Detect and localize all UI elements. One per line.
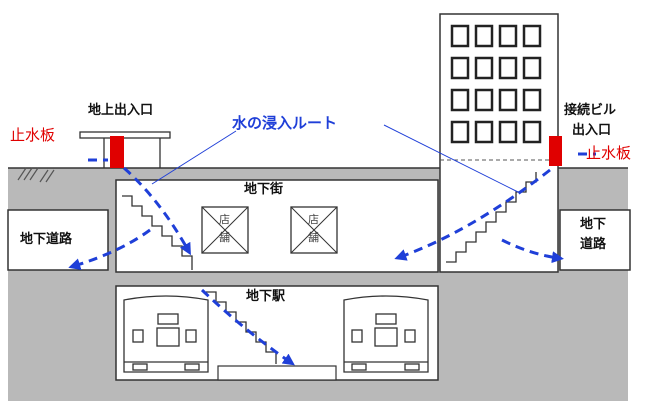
building-windows [450,24,542,144]
water-barrier-left [110,136,124,168]
underground-mall-label: 地下街 [244,182,284,197]
shop-1-label-top: 店 [219,213,230,226]
building-window [474,24,494,48]
building-window [474,120,494,144]
building-window [522,56,542,80]
water-route-label: 水の浸入ルート [232,114,338,132]
water-barrier-right [549,136,562,166]
building-window [474,56,494,80]
route-pointer-left [151,130,237,185]
building-window [450,88,470,112]
underground-station-label: 地下駅 [246,289,286,304]
connected-building-label: 接続ビル [564,103,617,118]
grass-hatch [17,167,55,183]
underground-road-right-box [559,209,631,271]
ground-entrance-label: 地上出入口 [88,103,154,118]
water-routes [68,152,596,366]
building-window [498,120,518,144]
shop-2 [290,206,338,254]
shop-2-label-bottom: 舗 [308,231,319,244]
building-window [522,24,542,48]
building-window [498,56,518,80]
shop-1-label-bottom: 舗 [219,231,230,244]
platform [217,365,337,381]
building-window [450,120,470,144]
underground-road-right-label-1: 地下 [580,217,607,232]
connected-entrance-label: 出入口 [572,123,612,138]
building-window [522,88,542,112]
building-window [450,56,470,80]
shop-1 [201,206,249,254]
underground-road-left-label: 地下道路 [20,232,73,247]
water-barrier-right-label: 止水板 [586,144,632,162]
building-window [498,24,518,48]
water-barrier-left-label: 止水板 [10,126,56,144]
underground-mall-box [115,179,439,273]
station-stairs [206,291,277,364]
train-right [343,295,429,373]
building-window [450,24,470,48]
building-window [474,88,494,112]
route-pointer-right [383,124,519,193]
train-left [123,295,209,373]
underground-road-right-label-2: 道路 [580,237,607,252]
ground-entrance-structure [79,131,171,168]
building-window [522,120,542,144]
building-window [498,88,518,112]
shop-2-label-top: 店 [308,213,319,226]
